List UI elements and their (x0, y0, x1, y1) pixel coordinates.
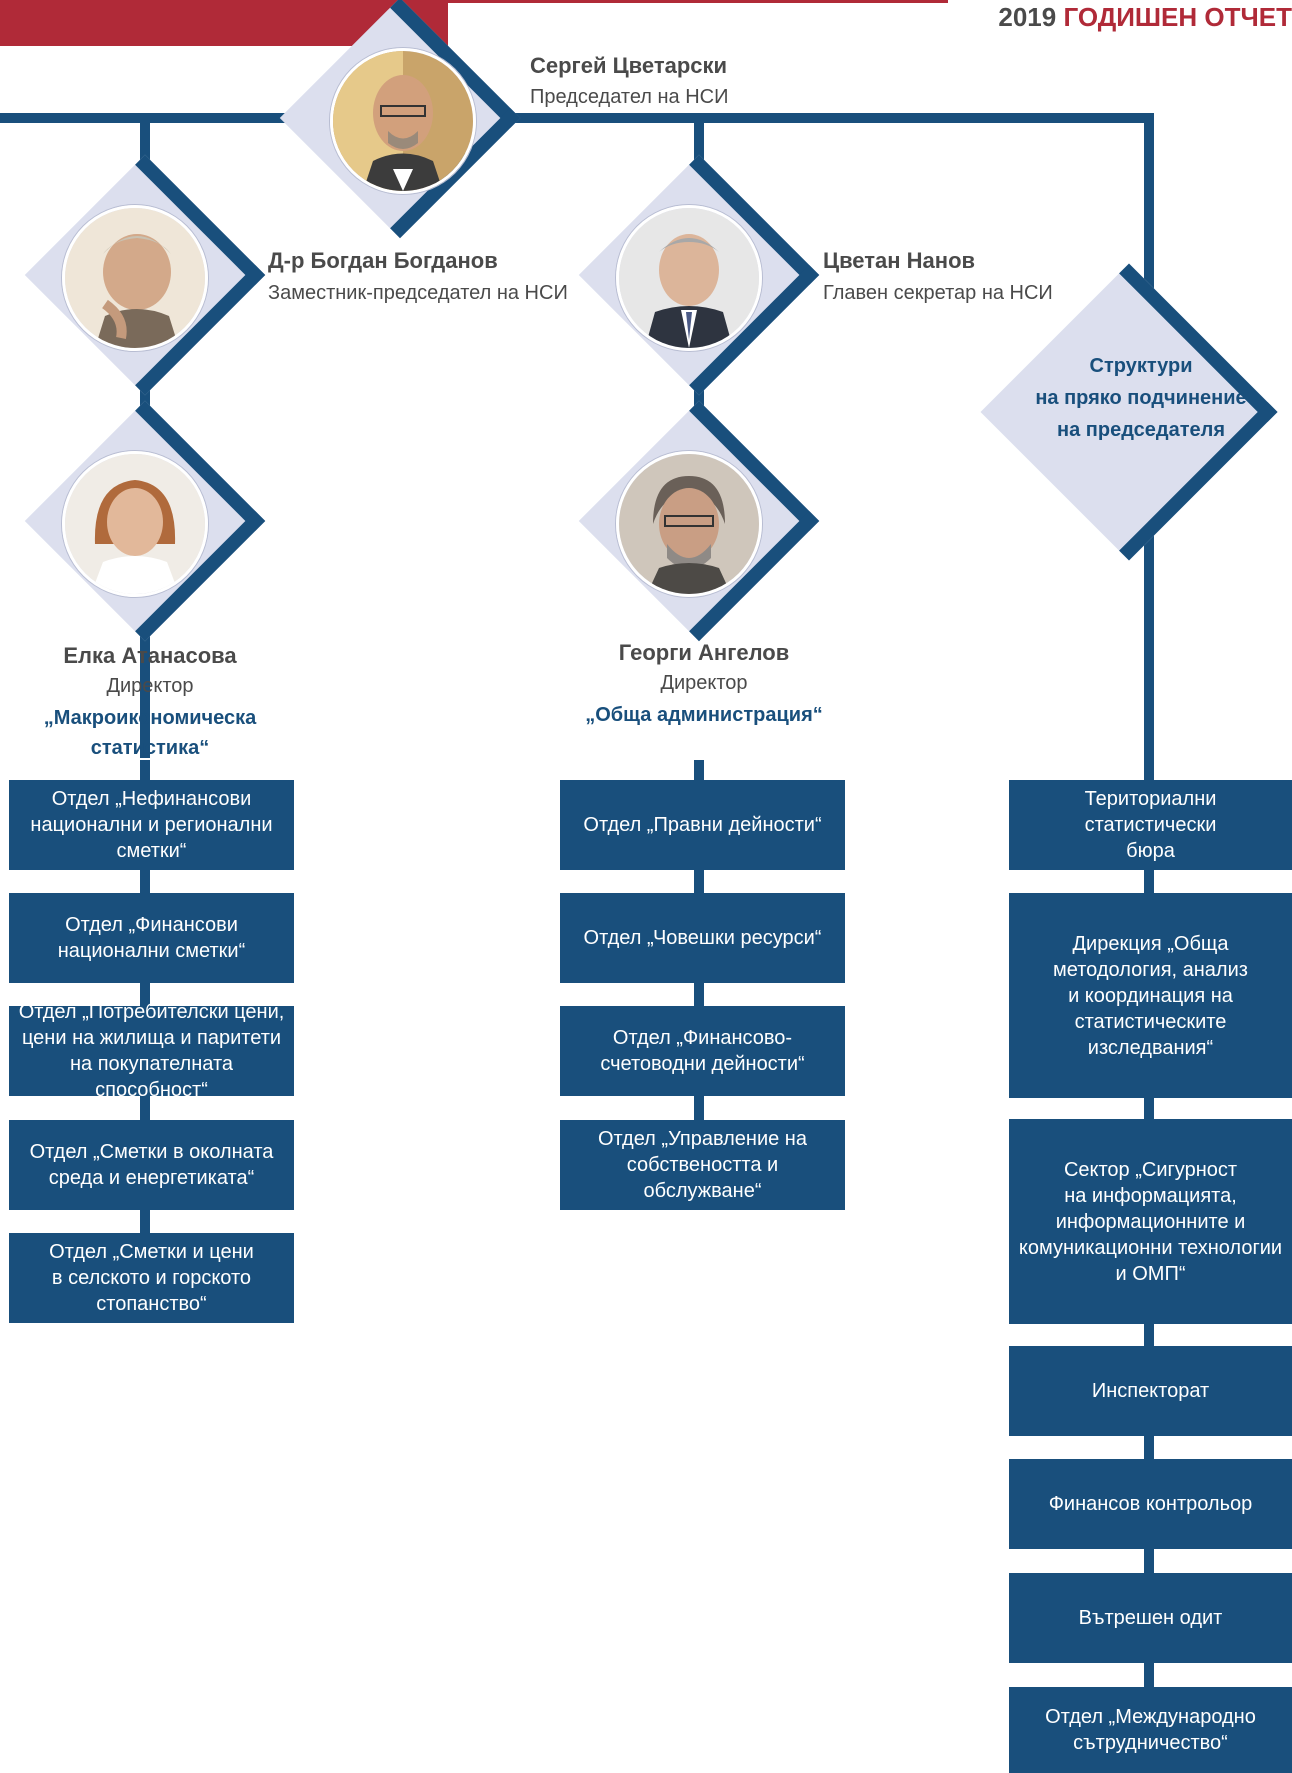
report-title: 2019 ГОДИШЕН ОТЧЕТ (998, 2, 1292, 33)
secretary-photo (616, 205, 762, 351)
chairman-photo (330, 48, 476, 194)
direct-unit-4-label: Инспекторат (1091, 1380, 1210, 1402)
direct-unit-2: Дирекция „Обща методология, анализ и коо… (1009, 893, 1292, 1098)
chairman-name: Сергей Цветарски (530, 53, 728, 78)
macro-director-photo (62, 451, 208, 597)
admin-director-role: Директор (660, 672, 748, 694)
direct-unit-7: Отдел „Международно сътрудничество“ (1009, 1687, 1292, 1773)
admin-unit-4-label: Отдел „Управление на собствеността и обс… (598, 1128, 807, 1202)
admin-unit-2: Отдел „Човешки ресурси“ (560, 893, 845, 983)
macro-unit-5-label: Отдел „Сметки и цени в селското и горско… (49, 1241, 254, 1315)
direct-unit-6-label: Вътрешен одит (1078, 1607, 1223, 1629)
chairman-role: Председател на НСИ (530, 86, 729, 108)
top-connector (0, 113, 1152, 123)
direct-unit-4: Инспекторат (1009, 1346, 1292, 1436)
admin-unit-3: Отдел „Финансово- счетоводни дейности“ (560, 1006, 845, 1096)
macro-unit-2-label: Отдел „Финансови национални сметки“ (57, 914, 246, 962)
deputy-photo (62, 205, 208, 351)
macro-director-role: Директор (106, 675, 194, 697)
report-year: 2019 (998, 2, 1057, 32)
macro-unit-5: Отдел „Сметки и цени в селското и горско… (9, 1233, 294, 1323)
direct-unit-6: Вътрешен одит (1009, 1573, 1292, 1663)
admin-unit-3-label: Отдел „Финансово- счетоводни дейности“ (600, 1027, 805, 1075)
admin-directorate-name: „Обща администрация“ (585, 704, 823, 726)
admin-unit-1: Отдел „Правни дейности“ (560, 780, 845, 870)
header-rule (448, 0, 948, 3)
direct-structures-title: Структури на пряко подчинение на председ… (1035, 355, 1247, 441)
secretary-name: Цветан Нанов (823, 248, 976, 273)
direct-unit-3: Сектор „Сигурност на информацията, инфор… (1009, 1119, 1292, 1324)
direct-unit-1: Териториални статистически бюра (1009, 780, 1292, 870)
deputy-name: Д-р Богдан Богданов (268, 248, 498, 273)
direct-unit-7-label: Отдел „Международно сътрудничество“ (1045, 1706, 1256, 1754)
macro-unit-1-label: Отдел „Нефинансови национални и регионал… (30, 788, 273, 862)
macro-unit-1: Отдел „Нефинансови национални и регионал… (9, 780, 294, 870)
admin-unit-4: Отдел „Управление на собствеността и обс… (560, 1120, 845, 1210)
macro-director-name: Елка Атанасова (63, 643, 237, 668)
direct-unit-1-label: Териториални статистически бюра (1084, 788, 1217, 862)
direct-unit-5: Финансов контрольор (1009, 1459, 1292, 1549)
admin-director-name: Георги Ангелов (618, 640, 790, 665)
direct-unit-3-label: Сектор „Сигурност на информацията, инфор… (1018, 1158, 1283, 1285)
macro-unit-3: Отдел „Потребителски цени, цени на жилищ… (9, 1001, 294, 1101)
macro-unit-2: Отдел „Финансови национални сметки“ (9, 893, 294, 983)
admin-unit-2-label: Отдел „Човешки ресурси“ (583, 927, 822, 949)
macro-directorate-name: „Макроикономическа статистика“ (43, 707, 257, 759)
admin-director-photo (616, 451, 762, 597)
admin-unit-1-label: Отдел „Правни дейности“ (583, 814, 822, 836)
direct-unit-5-label: Финансов контрольор (1048, 1493, 1253, 1515)
secretary-role: Главен секретар на НСИ (823, 282, 1053, 304)
macro-unit-4: Отдел „Сметки в околната среда и енергет… (9, 1120, 294, 1210)
deputy-role: Заместник-председател на НСИ (268, 282, 568, 304)
direct-unit-2-label: Дирекция „Обща методология, анализ и коо… (1053, 932, 1248, 1059)
report-title-text: ГОДИШЕН ОТЧЕТ (1063, 2, 1292, 32)
macro-unit-4-label: Отдел „Сметки в околната среда и енергет… (29, 1141, 274, 1189)
macro-unit-3-label: Отдел „Потребителски цени, цени на жилищ… (18, 1001, 285, 1101)
